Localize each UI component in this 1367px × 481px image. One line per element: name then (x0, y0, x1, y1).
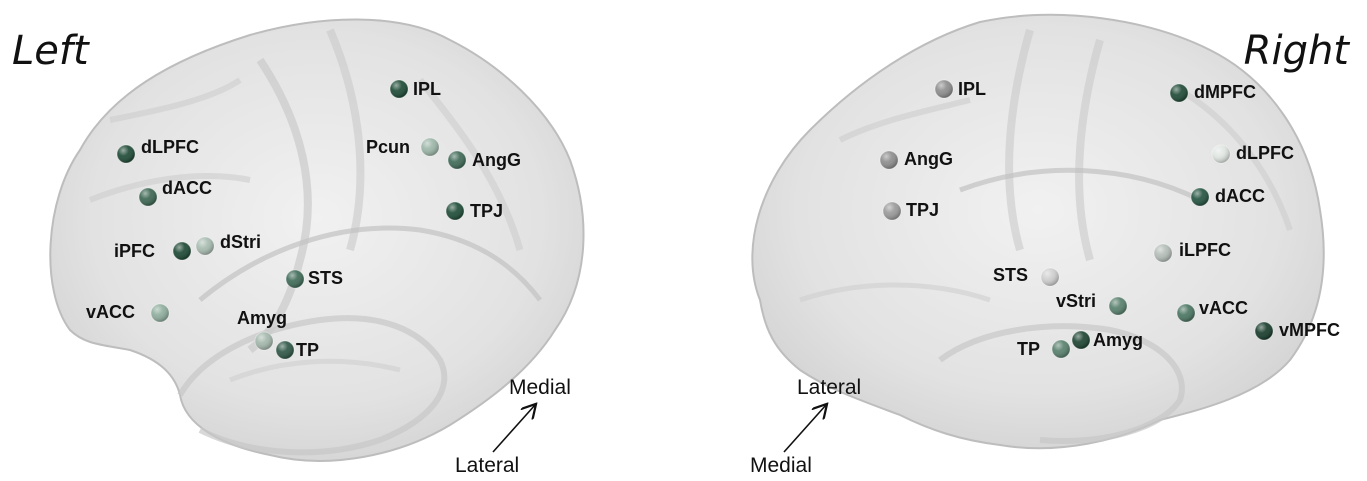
region-label: IPL (958, 79, 986, 99)
orientation-bottom-label: Lateral (455, 454, 519, 477)
region-label: vACC (1199, 298, 1248, 318)
region-label: TPJ (470, 201, 503, 221)
region-tp[interactable]: TP (276, 340, 319, 360)
orientation-top-label: Lateral (797, 376, 861, 399)
region-pcun[interactable]: Pcun (366, 137, 439, 157)
region-label: AngG (472, 150, 521, 170)
region-vacc[interactable]: vACC (86, 302, 169, 322)
region-dacc-right[interactable]: dACC (1191, 186, 1265, 206)
region-angg-right[interactable]: AngG (880, 149, 953, 169)
region-dmpfc[interactable]: dMPFC (1170, 82, 1256, 102)
region-label: iPFC (114, 241, 155, 261)
region-amyg-right[interactable]: Amyg (1072, 330, 1143, 350)
region-ipfc[interactable]: iPFC (114, 241, 191, 261)
region-label: IPL (413, 79, 441, 99)
region-ipl[interactable]: IPL (390, 79, 441, 99)
region-label: iLPFC (1179, 240, 1231, 260)
right-orientation-indicator: Lateral Medial (750, 376, 861, 477)
region-label: vStri (1056, 291, 1096, 311)
region-label: TPJ (906, 200, 939, 220)
region-label: AngG (904, 149, 953, 169)
region-tpj[interactable]: TPJ (446, 201, 503, 221)
region-vmpfc[interactable]: vMPFC (1255, 320, 1340, 340)
region-ipl-right[interactable]: IPL (935, 79, 986, 99)
region-label: Pcun (366, 137, 410, 157)
orientation-arrow (784, 405, 826, 452)
region-sts[interactable]: STS (286, 268, 343, 288)
region-label: TP (296, 340, 319, 360)
region-dlpfc-right[interactable]: dLPFC (1212, 143, 1294, 163)
region-label: Amyg (1093, 330, 1143, 350)
region-sts-right[interactable]: STS (993, 265, 1059, 286)
region-label: Amyg (237, 308, 287, 328)
region-label: dLPFC (1236, 143, 1294, 163)
region-label: STS (308, 268, 343, 288)
orientation-top-label: Medial (509, 376, 571, 399)
region-label: dACC (1215, 186, 1265, 206)
region-tpj-right[interactable]: TPJ (883, 200, 939, 220)
region-label: STS (993, 265, 1028, 285)
region-label: vACC (86, 302, 135, 322)
region-label: dACC (162, 178, 212, 198)
orientation-bottom-label: Medial (750, 454, 812, 477)
region-label: vMPFC (1279, 320, 1340, 340)
region-label: dLPFC (141, 137, 199, 157)
region-label: dStri (220, 232, 261, 252)
orientation-arrow (493, 405, 535, 452)
region-label: TP (1017, 339, 1040, 359)
region-angg[interactable]: AngG (448, 150, 521, 170)
region-label: dMPFC (1194, 82, 1256, 102)
